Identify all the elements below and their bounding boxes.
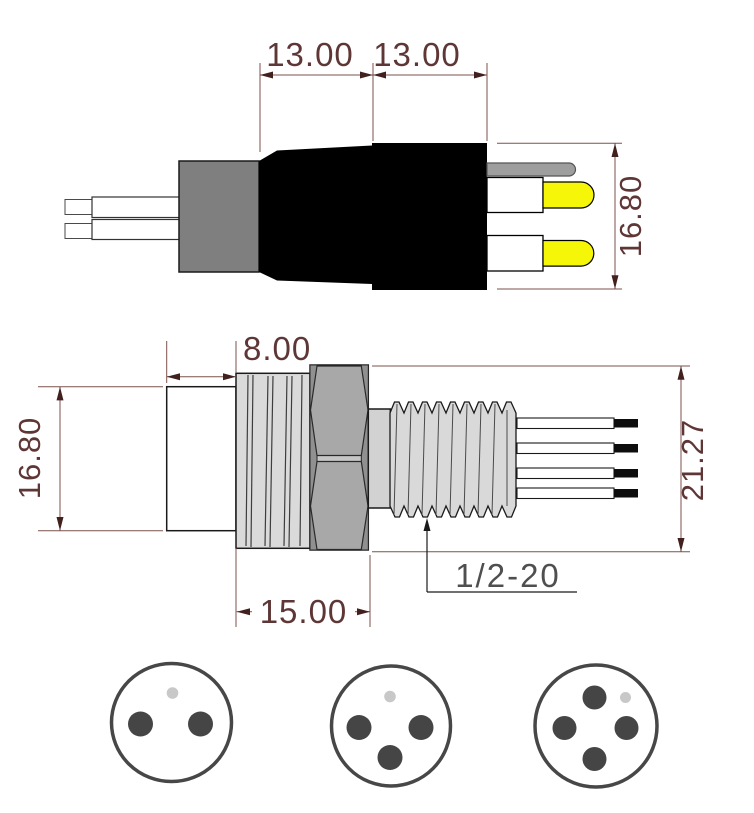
arrowhead — [56, 386, 64, 401]
hex-nut-left-edge — [309, 364, 318, 551]
leader-arrowhead — [423, 518, 431, 531]
side-view-dimensions: 8.00 16.80 15.00 21.27 1/2-20 — [12, 330, 710, 630]
face-outline-3pin — [329, 664, 453, 788]
face-outline-2pin — [109, 661, 234, 784]
dimension-2127-label: 21.27 — [675, 419, 710, 502]
arrowhead — [357, 608, 370, 616]
shank — [367, 408, 392, 509]
pin-contact — [582, 685, 607, 710]
dimension-13-right-label: 13.00 — [373, 36, 461, 73]
pin-contact — [377, 745, 403, 770]
pin-contact — [346, 715, 372, 740]
arrowhead — [677, 366, 685, 380]
arrowhead — [611, 275, 619, 289]
contact-tip-yellow-1 — [542, 181, 595, 209]
cable-plug-side-view — [64, 143, 595, 290]
lead-wire-1 — [516, 417, 615, 430]
arrowhead — [611, 143, 619, 157]
strain-relief-boot — [178, 160, 260, 273]
dimension-1500-label: 15.00 — [260, 593, 348, 630]
arrowhead — [260, 71, 273, 79]
thread-section — [389, 401, 517, 518]
arrowhead — [56, 517, 64, 531]
key-dot — [166, 687, 179, 699]
contact-sleeve-1 — [486, 176, 544, 214]
face-view-4pin — [533, 663, 659, 789]
dimension-1680-top-label: 16.80 — [613, 175, 648, 258]
arrowhead — [360, 71, 373, 79]
cable-wire-2 — [91, 218, 181, 241]
face-view-3pin — [329, 664, 453, 788]
cable-wire-stub-1 — [64, 199, 93, 215]
arrowhead — [373, 71, 386, 79]
lead-wire-tip-3 — [614, 469, 638, 478]
rib-grooves — [245, 374, 303, 548]
thread-flank-lines — [393, 403, 508, 516]
top-view-dimensions: 13.00 13.00 16.80 — [259, 36, 648, 290]
lead-wire-tip-2 — [614, 444, 638, 453]
pin-contact — [408, 715, 434, 740]
panel-mount-side-view — [165, 364, 638, 551]
hex-nut-lower-facet — [309, 460, 369, 551]
lead-wire-3 — [516, 467, 615, 480]
arrowhead — [166, 373, 180, 381]
arrowhead — [236, 608, 250, 616]
dimension-800-label: 8.00 — [243, 330, 311, 367]
dimension-1680-side-label: 16.80 — [12, 417, 47, 500]
lead-wire-tip-1 — [614, 419, 638, 428]
face-view-2pin — [109, 661, 234, 784]
pin-contact — [614, 716, 639, 740]
pin-contact — [128, 711, 153, 737]
overmold-body — [372, 143, 487, 290]
hex-nut-upper-facet — [309, 365, 369, 457]
arrowhead — [474, 71, 487, 79]
lead-wires — [516, 417, 638, 500]
dimension-13-left-label: 13.00 — [266, 36, 354, 73]
lead-wire-2 — [516, 442, 615, 455]
overmold-taper — [259, 145, 372, 284]
locating-pin-gray — [486, 162, 577, 177]
lead-wire-4 — [516, 487, 615, 500]
pin-contact — [188, 711, 213, 737]
cable-wire-1 — [91, 196, 181, 219]
arrowhead — [223, 373, 236, 381]
arrowhead — [677, 538, 685, 552]
key-dot — [384, 690, 396, 703]
contact-sleeve-2 — [486, 234, 544, 272]
thread-spec-label: 1/2-20 — [455, 557, 561, 594]
pin-contact — [582, 747, 607, 771]
key-dot — [620, 692, 631, 703]
front-cap — [165, 385, 237, 532]
pin-contact — [552, 716, 577, 740]
lead-wire-tip-4 — [614, 489, 638, 498]
cable-wire-stub-2 — [64, 223, 93, 239]
contact-tip-yellow-2 — [542, 239, 595, 267]
